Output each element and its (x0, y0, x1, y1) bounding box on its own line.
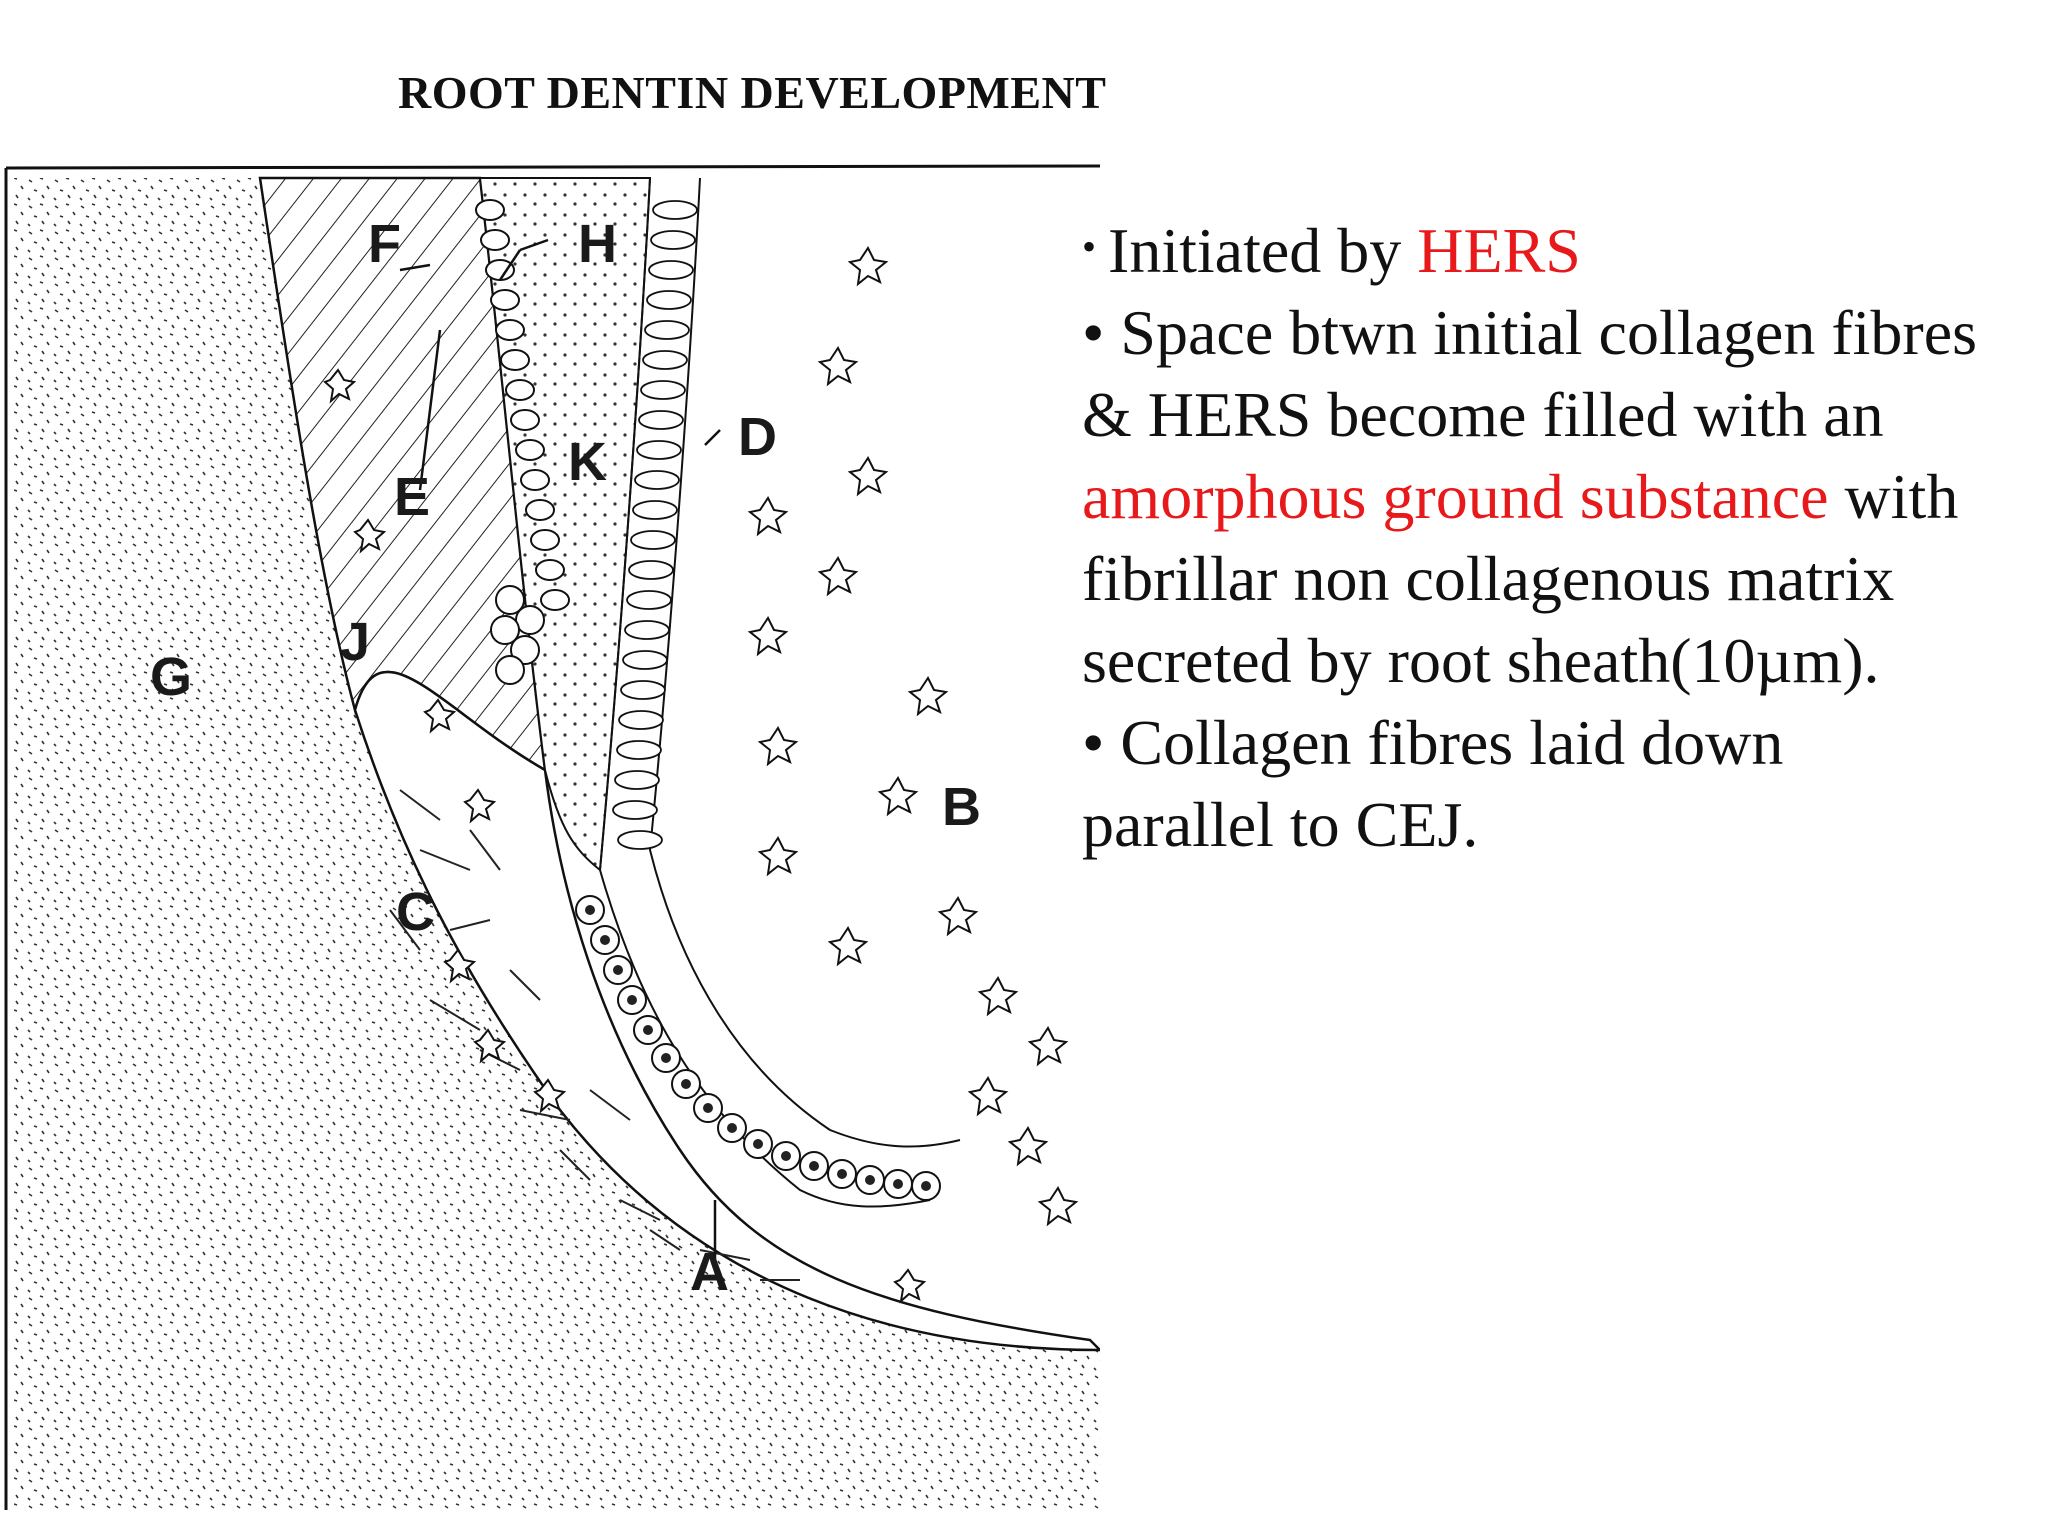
label-e: E (394, 467, 430, 527)
bullet-item-3: • Collagen fibres laid down parallel to … (1082, 702, 1982, 866)
bullet-text: Initiated by (1108, 215, 1418, 286)
hers-cells (475, 199, 570, 611)
odontoblast-layer (598, 177, 961, 1208)
bullet-dot: • (1082, 224, 1097, 269)
label-a: A (690, 1242, 729, 1302)
cell-cluster-e (490, 585, 545, 685)
label-g: G (150, 647, 192, 707)
slide-title: ROOT DENTIN DEVELOPMENT (398, 67, 1107, 118)
bullet-text: Space btwn initial collagen fibres & HER… (1082, 297, 1978, 450)
pulp-cells (747, 246, 1079, 1227)
bullet-dot: • (1082, 297, 1105, 368)
label-j: J (340, 612, 370, 672)
bullet-item-1: •Initiated by HERS (1082, 206, 1982, 292)
bullet-text: Collagen fibres laid down parallel to CE… (1082, 707, 1784, 860)
figure-frame (4, 164, 1100, 1510)
connective-cells (323, 368, 927, 1304)
label-d: D (738, 407, 777, 467)
epithelial-nuclei (585, 905, 931, 1191)
bullet-item-2: • Space btwn initial collagen fibres & H… (1082, 292, 1982, 702)
odontoblast-cells (612, 200, 698, 850)
leader-lines (399, 238, 721, 1260)
region-g (14, 178, 1100, 1510)
label-b: B (942, 777, 981, 837)
root-dentin-illustration: F H D K E J G B C A (4, 164, 1100, 1510)
label-c: C (396, 882, 435, 942)
bullet-list: •Initiated by HERS • Space btwn initial … (1082, 206, 1982, 866)
bullet-text-cont: with fibrillar non collagenous matrix se… (1082, 461, 1959, 696)
bullet-dot: • (1082, 707, 1105, 778)
label-h: H (578, 214, 617, 274)
bullet-highlight-hers: HERS (1417, 215, 1581, 286)
label-f: F (368, 214, 401, 274)
bullet-highlight-ground-substance: amorphous ground substance (1082, 461, 1829, 532)
label-k: K (568, 432, 607, 492)
